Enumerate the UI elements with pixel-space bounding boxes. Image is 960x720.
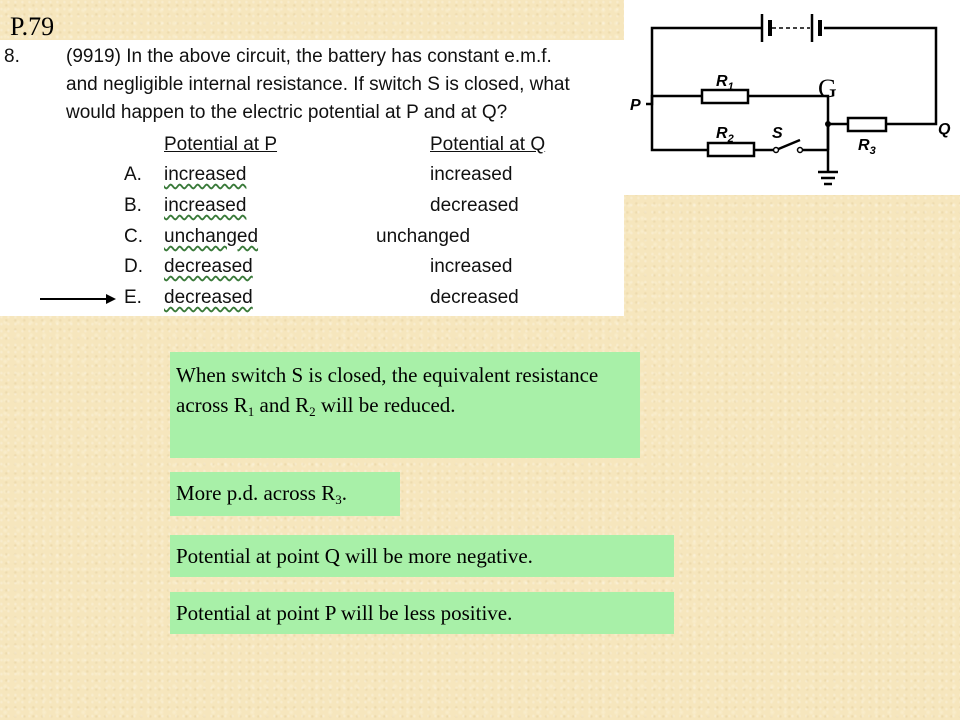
option-q-value: decreased: [430, 195, 519, 216]
circuit-diagram: P Q R1 R2 S R3: [624, 0, 960, 195]
option-letter: E.: [124, 287, 142, 308]
switch-s: [775, 138, 801, 152]
option-letter: D.: [124, 256, 143, 277]
option-b: B. increased decreased: [0, 195, 624, 225]
switch-terminal: [796, 146, 804, 154]
option-q-value: increased: [430, 256, 513, 277]
circuit-svg: P Q R1 R2 S R3: [630, 14, 951, 186]
option-letter: C.: [124, 226, 143, 247]
option-p-value: increased: [164, 195, 247, 216]
question-number: 8.: [4, 46, 20, 67]
header-potential-p: Potential at P: [164, 134, 278, 155]
question-text-line-1: (9919) In the above circuit, the battery…: [66, 46, 552, 67]
option-q-value: decreased: [430, 287, 519, 308]
option-a: A. increased increased: [0, 164, 624, 194]
answer-arrow-icon: [40, 294, 116, 304]
resistor-r3: [846, 116, 888, 133]
explanation-note-3: Potential at point Q will be more negati…: [170, 535, 674, 577]
option-p-value: decreased: [164, 287, 253, 308]
label-s: S: [772, 125, 783, 142]
option-p-value: decreased: [164, 256, 253, 277]
junction-dot: [825, 121, 831, 127]
option-letter: A.: [124, 164, 142, 185]
question-panel: 8. (9919) In the above circuit, the batt…: [0, 40, 624, 316]
label-q: Q: [938, 121, 951, 138]
option-p-value: unchanged: [164, 226, 259, 247]
label-r2: R2: [716, 125, 734, 145]
option-q-value: unchanged: [376, 226, 471, 247]
option-p-value: increased: [164, 164, 247, 185]
header-potential-q: Potential at Q: [430, 134, 546, 155]
option-letter: B.: [124, 195, 142, 216]
page-number: P.79: [10, 12, 55, 41]
question-text-line-3: would happen to the electric potential a…: [66, 102, 508, 123]
option-q-value: increased: [430, 164, 513, 185]
label-r3: R3: [858, 137, 876, 157]
ground-label-g: G: [818, 74, 837, 103]
explanation-note-4: Potential at point P will be less positi…: [170, 592, 674, 634]
option-c: C. unchanged unchanged: [0, 226, 624, 256]
explanation-note-2: More p.d. across R3.: [170, 472, 400, 516]
option-e: E. decreased decreased: [0, 287, 624, 317]
label-p: P: [630, 97, 641, 114]
option-d: D. decreased increased: [0, 256, 624, 286]
explanation-note-1: When switch S is closed, the equivalent …: [170, 352, 640, 458]
question-text-line-2: and negligible internal resistance. If s…: [66, 74, 570, 95]
label-r1: R1: [716, 73, 734, 93]
resistor-r1: [700, 88, 750, 105]
switch-terminal: [772, 146, 780, 154]
